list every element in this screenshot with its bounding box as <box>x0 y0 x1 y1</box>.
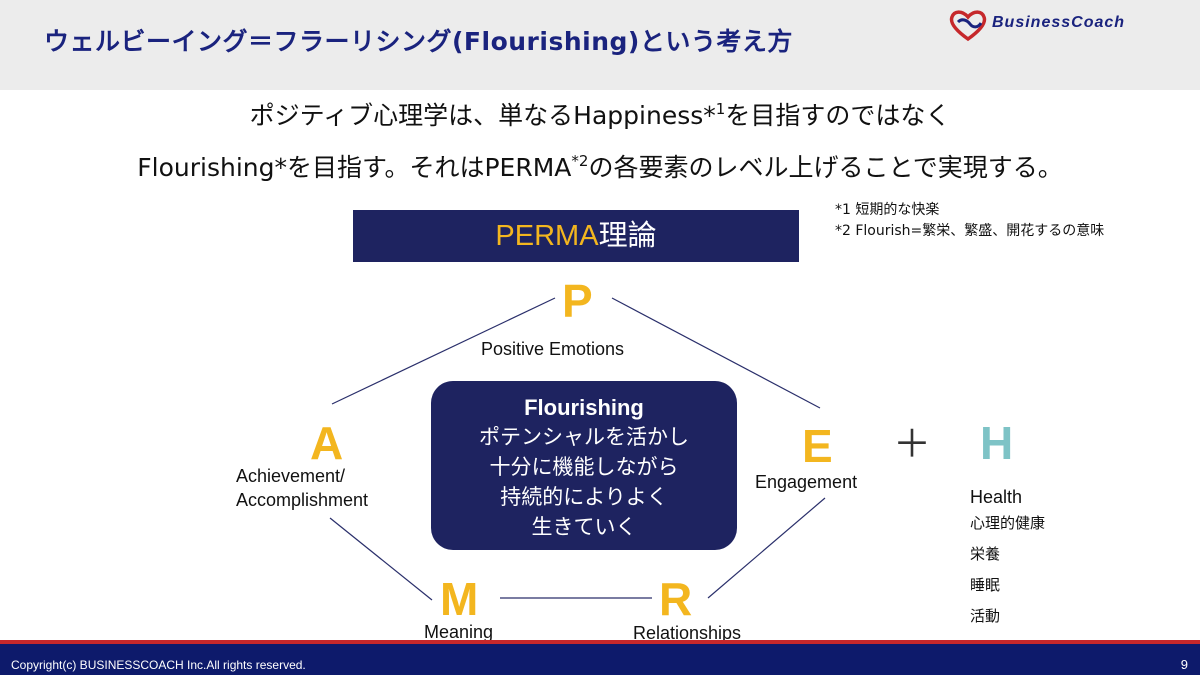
logo-text: BusinessCoach <box>992 14 1126 31</box>
slide-header: ウェルビーイング＝フラーリシング(Flourishing)という考え方 Busi… <box>0 0 1200 90</box>
health-item-3: 睡眠 <box>970 576 1001 594</box>
slide-title: ウェルビーイング＝フラーリシング(Flourishing)という考え方 <box>44 27 793 56</box>
perma-caption-r: Relationships <box>633 623 742 643</box>
hub-line-1: ポテンシャルを活かし <box>479 425 689 449</box>
lead-line-2-sup: *2 <box>571 152 589 170</box>
company-logo: BusinessCoach <box>948 8 1178 42</box>
lead-line-2-tail: の各要素のレベル上げることで実現する。 <box>588 153 1063 182</box>
health-item-4: 活動 <box>970 607 1001 625</box>
perma-letter-r: R <box>659 573 693 625</box>
perma-letter-a: A <box>310 417 344 469</box>
perma-title-accent: PERMA <box>495 220 599 252</box>
lead-line-1: ポジティブ心理学は、単なるHappiness*1を目指すのではなく <box>0 96 1200 132</box>
copyright-text: Copyright(c) BUSINESSCOACH Inc.All right… <box>11 658 306 672</box>
lead-line-1-text: ポジティブ心理学は、単なるHappiness* <box>249 101 716 130</box>
plus-sign: ＋ <box>893 422 932 466</box>
health-item-1: 心理的健康 <box>970 514 1046 532</box>
lead-line-1-sup: 1 <box>715 100 726 118</box>
perma-caption-e: Engagement <box>755 472 858 492</box>
lead-line-2: Flourishing*を目指す。それはPERMA*2の各要素のレベル上げること… <box>0 148 1200 184</box>
health-block: Health 心理的健康 栄養 睡眠 活動 <box>970 486 1045 632</box>
health-letter-h: H <box>980 417 1014 469</box>
perma-title-box: PERMA理論 <box>353 210 799 262</box>
hub-line-4: 生きていく <box>531 515 637 539</box>
flourishing-hub: Flourishing ポテンシャルを活かし 十分に機能しながら 持続的によりよ… <box>431 381 737 550</box>
perma-caption-a: Achievement/ Accomplishment <box>236 464 368 512</box>
logo-heart-icon <box>949 10 987 42</box>
perma-title-rest: 理論 <box>598 220 657 252</box>
perma-caption-p: Positive Emotions <box>481 339 625 359</box>
perma-letter-e: E <box>802 420 833 472</box>
perma-caption-a-line-1: Achievement/ <box>236 466 346 486</box>
lead-line-1-tail: を目指すのではなく <box>725 101 951 130</box>
footnotes: *1 短期的な快楽 *2 Flourish=繁栄、繁盛、開花するの意味 <box>835 200 1104 242</box>
slide-footer: Copyright(c) BUSINESSCOACH Inc.All right… <box>0 640 1200 675</box>
health-label: Health <box>970 487 1023 507</box>
perma-caption-a-line-2: Accomplishment <box>236 490 369 510</box>
lead-line-2-text: Flourishing*を目指す。それはPERMA <box>137 153 572 182</box>
connector-a-m <box>329 517 433 601</box>
footnote-1: *1 短期的な快楽 <box>835 202 940 218</box>
perma-letter-p: P <box>562 275 593 327</box>
connector-p-a <box>331 297 556 405</box>
connector-p-e <box>611 297 821 409</box>
perma-caption-m: Meaning <box>424 622 494 642</box>
connector-e-r <box>707 497 826 599</box>
hub-title: Flourishing <box>524 395 644 420</box>
footnote-2: *2 Flourish=繁栄、繁盛、開花するの意味 <box>835 223 1105 239</box>
page-number: 9 <box>1180 657 1188 672</box>
hub-line-2: 十分に機能しながら <box>489 455 679 479</box>
hub-line-3: 持続的によりよく <box>500 485 668 509</box>
perma-letter-m: M <box>440 573 479 625</box>
health-item-2: 栄養 <box>970 545 1001 563</box>
